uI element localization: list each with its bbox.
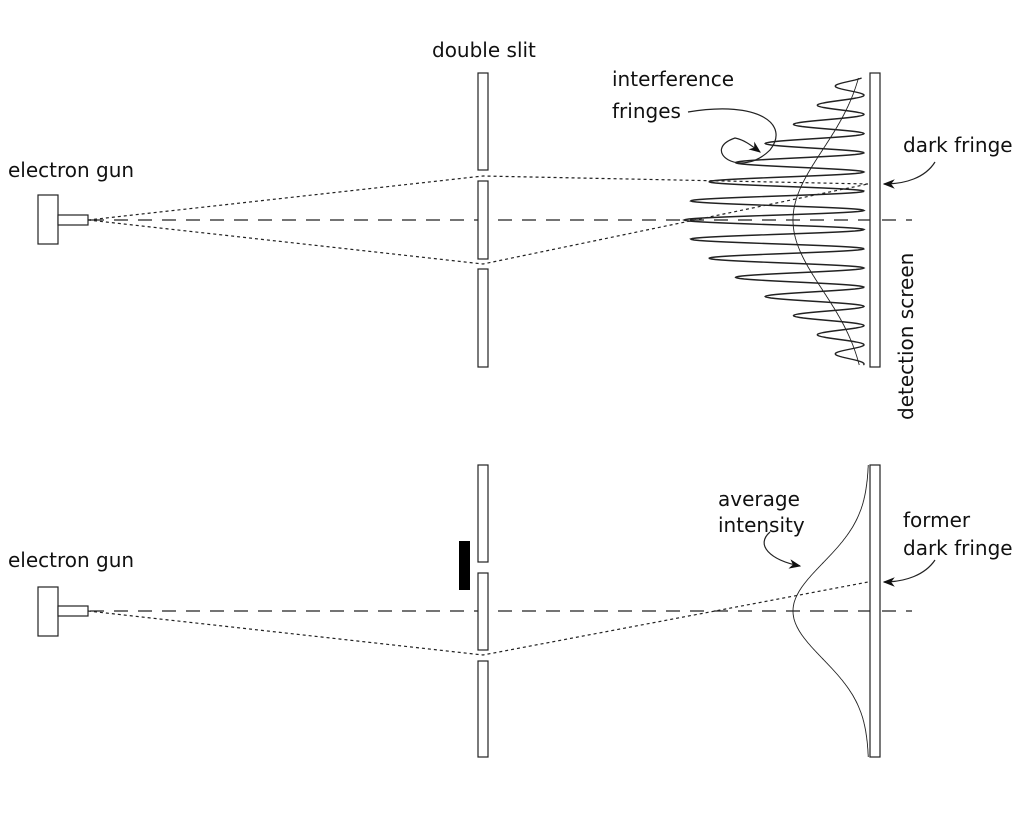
detection-screen-label: detection screen <box>894 253 918 420</box>
detection-screen <box>869 72 881 368</box>
fringes-label-line2: fringes <box>612 99 681 123</box>
former-dark-fringe-arrow <box>882 559 936 587</box>
fringes-label-line1: interference <box>612 67 734 91</box>
detection-screen-2 <box>869 464 881 758</box>
interference-fringes <box>682 77 866 366</box>
path-single <box>87 581 869 656</box>
slit-barrier-middle <box>477 180 489 260</box>
intensity-label-line1: average <box>718 487 800 511</box>
fringes-arrow <box>687 108 777 164</box>
intensity-label-line2: intensity <box>718 513 805 537</box>
double-slit-label: double slit <box>432 38 536 62</box>
slit-blocker <box>459 541 470 590</box>
dark-fringe-label: dark fringe <box>903 133 1013 157</box>
former-label-line2: dark fringe <box>903 536 1013 560</box>
electron-gun-nozzle <box>57 214 89 226</box>
slit-barrier-top-2 <box>477 464 489 563</box>
envelope-curve <box>792 77 860 366</box>
path-upper <box>87 175 869 221</box>
dark-fringe-arrow <box>882 161 936 189</box>
electron-gun-body-2 <box>37 586 59 637</box>
path-lower <box>87 183 869 265</box>
slit-barrier-bottom <box>477 268 489 368</box>
average-intensity-curve <box>792 464 869 758</box>
electron-gun-label: electron gun <box>8 158 134 182</box>
slit-barrier-bottom-2 <box>477 660 489 758</box>
electron-gun-nozzle-2 <box>57 605 89 617</box>
slit-barrier-top <box>477 72 489 171</box>
electron-gun-body <box>37 194 59 245</box>
intensity-arrow <box>763 531 802 569</box>
former-label-line1: former <box>903 508 971 532</box>
electron-gun-label-2: electron gun <box>8 548 134 572</box>
slit-barrier-middle-2 <box>477 572 489 651</box>
